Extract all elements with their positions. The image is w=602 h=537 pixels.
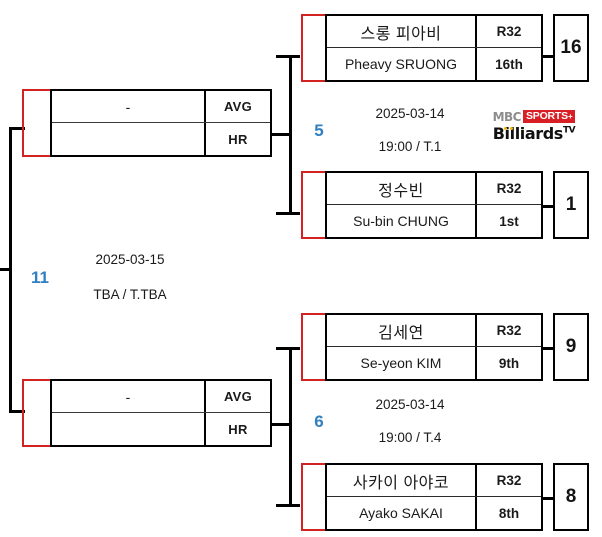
match-5-player-2-seed: 1: [553, 171, 589, 239]
mbc-wordmark: MBC: [492, 109, 522, 124]
match-6-player-2-box[interactable]: 사카이 아야코 R32 Ayako SAKAI 8th: [325, 463, 543, 531]
connector-seed-feed-3: [543, 347, 555, 350]
sports-label: SPORTS: [525, 110, 568, 123]
semi-lower-stat-avg: AVG: [223, 389, 253, 404]
match-5-player-1-name-eng: Pheavy SRUONG: [327, 48, 477, 80]
match-5-player-1-row-eng: Pheavy SRUONG 16th: [327, 48, 541, 80]
connector-seed-feed-4: [543, 497, 555, 500]
match-5-date: 2025-03-14: [375, 106, 445, 121]
match-6-player-2-name-kor: 사카이 아야코: [327, 465, 477, 496]
match-6-player-2-row-kor: 사카이 아야코 R32: [327, 465, 541, 497]
match-5-player-1-seed: 16: [553, 14, 589, 82]
match-6-player-1-name-eng: Se-yeon KIM: [327, 347, 477, 379]
semi-lower-stat-hr: HR: [228, 421, 248, 437]
match-5-player-1-row-kor: 스롱 피아비 R32: [327, 16, 541, 48]
match-6-player-2-seed: 8: [553, 463, 589, 531]
connector-semi-lower-vertical: [289, 347, 292, 507]
connector-semi-upper-in-top: [276, 55, 300, 58]
match-6-player-1-round: R32: [496, 323, 522, 338]
match-6-player-1-row-eng: Se-yeon KIM 9th: [327, 347, 541, 379]
final-date: 2025-03-15: [95, 252, 165, 267]
connector-final-stub: [0, 268, 12, 271]
match-5-player-2-name-eng: Su-bin CHUNG: [327, 205, 477, 237]
match-5-player-1-rank: 16th: [495, 56, 523, 72]
semi-upper-winner-box[interactable]: - AVG HR: [50, 89, 272, 157]
semi-upper-marker: [22, 89, 54, 157]
match-6-player-1-rank: 9th: [498, 355, 520, 371]
match-5-time-table: 19:00 / T.1: [378, 139, 442, 154]
match-number-6: 6: [314, 412, 324, 431]
match-5-player-1-name-kor: 스롱 피아비: [327, 16, 477, 47]
match-6-player-2-round: R32: [496, 473, 522, 488]
match-5-player-1-marker: [301, 14, 329, 82]
connector-semi-upper-vertical: [289, 55, 292, 215]
connector-final-arm-bottom: [9, 410, 25, 413]
semi-lower-row-avg: - AVG: [52, 381, 270, 413]
semi-upper-row-hr: HR: [52, 123, 270, 155]
match-6-player-1-seed: 9: [553, 313, 589, 381]
billiards-tv-wordmark: BilliardsTV: [493, 126, 576, 142]
semi-upper-stat-avg: AVG: [223, 99, 253, 114]
connector-semi-lower-out: [268, 423, 292, 426]
connector-final-arm-top: [9, 127, 25, 130]
billiards-dot-2: [509, 127, 513, 130]
sports-plus-mark: +: [567, 111, 573, 121]
sports-plus-badge: SPORTS+: [522, 110, 576, 123]
semi-lower-row-hr: HR: [52, 413, 270, 445]
match-6-player-1-box[interactable]: 김세연 R32 Se-yeon KIM 9th: [325, 313, 543, 381]
match-5-player-1-round: R32: [496, 24, 522, 39]
semi-upper-row-avg: - AVG: [52, 91, 270, 123]
connector-semi-lower-in-bottom: [276, 504, 300, 507]
semi-upper-winner-name: -: [52, 91, 206, 122]
connector-semi-upper-out: [268, 133, 292, 136]
connector-semi-upper-in-bottom: [276, 212, 300, 215]
billiards-dot-1: [503, 127, 507, 130]
connector-semi-lower-in-top: [276, 347, 300, 350]
match-6-date: 2025-03-14: [375, 397, 445, 412]
match-5-player-2-marker: [301, 171, 329, 239]
match-6-player-2-row-eng: Ayako SAKAI 8th: [327, 497, 541, 529]
semi-lower-marker: [22, 379, 54, 447]
match-6-player-1-name-kor: 김세연: [327, 315, 477, 346]
match-5-player-1-box[interactable]: 스롱 피아비 R32 Pheavy SRUONG 16th: [325, 14, 543, 82]
match-5-player-2-row-eng: Su-bin CHUNG 1st: [327, 205, 541, 237]
semi-upper-stat-hr: HR: [228, 131, 248, 147]
tv-superscript: TV: [562, 125, 576, 136]
match-6-player-2-marker: [301, 463, 329, 531]
match-5-player-2-name-kor: 정수빈: [327, 173, 477, 204]
final-time-table: TBA / T.TBA: [93, 287, 167, 302]
semi-lower-winner-name: -: [52, 381, 206, 412]
match-5-player-2-round: R32: [496, 181, 522, 196]
connector-seed-feed-2: [543, 205, 555, 208]
match-6-player-1-marker: [301, 313, 329, 381]
broadcaster-logo: MBC SPORTS+ BilliardsTV: [481, 110, 587, 142]
match-number-5: 5: [314, 121, 324, 140]
semi-upper-winner-name-secondary: [52, 123, 206, 155]
match-5-player-2-box[interactable]: 정수빈 R32 Su-bin CHUNG 1st: [325, 171, 543, 239]
match-5-player-2-row-kor: 정수빈 R32: [327, 173, 541, 205]
match-6-player-2-rank: 8th: [498, 505, 520, 521]
semi-lower-winner-box[interactable]: - AVG HR: [50, 379, 272, 447]
match-6-player-2-name-eng: Ayako SAKAI: [327, 497, 477, 529]
match-6-time-table: 19:00 / T.4: [378, 430, 442, 445]
connector-seed-feed-1: [543, 55, 555, 58]
match-5-player-2-rank: 1st: [499, 213, 519, 229]
semi-lower-winner-name-secondary: [52, 413, 206, 445]
match-number-final: 11: [31, 268, 49, 287]
match-6-player-1-row-kor: 김세연 R32: [327, 315, 541, 347]
mbc-sports-logo-row: MBC SPORTS+: [493, 110, 576, 123]
